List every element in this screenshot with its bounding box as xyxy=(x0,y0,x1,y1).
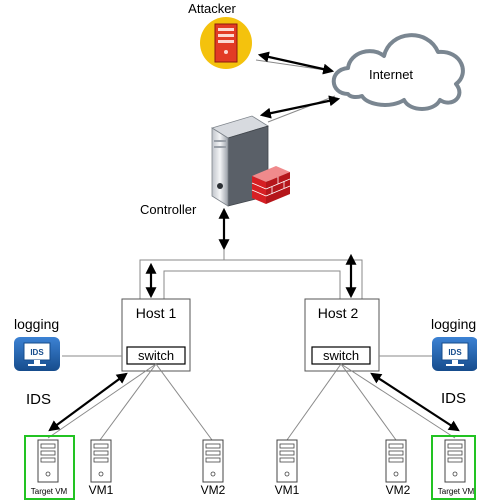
ids-left-label: IDS xyxy=(26,391,51,408)
monitor-icon: IDS xyxy=(14,337,60,371)
tower-pc-icon xyxy=(90,439,112,483)
tower-pc-icon xyxy=(444,439,466,483)
host1-label: Host 1 xyxy=(136,305,177,321)
ids-left-target-arrow xyxy=(48,372,128,432)
host2-vm-links xyxy=(286,363,456,441)
host1-vm-links xyxy=(47,363,213,441)
tower-pc-icon xyxy=(37,439,59,483)
vm1-left-label: VM1 xyxy=(89,483,114,497)
attacker-internet-arrow xyxy=(257,51,335,75)
monitor-icon: IDS xyxy=(432,337,477,371)
host2-box: Host 2 switch xyxy=(304,298,380,372)
attacker-label: Attacker xyxy=(188,1,236,16)
vm1-right-label: VM1 xyxy=(275,483,300,497)
target-vm-left-highlight xyxy=(24,435,75,500)
firewall-icon xyxy=(251,166,291,204)
controller-label: Controller xyxy=(140,202,197,217)
ids-badge-left: IDS xyxy=(30,348,44,357)
logging-right-label: logging xyxy=(431,316,476,332)
vm2-right-label: VM2 xyxy=(386,483,411,497)
ids-right-label: IDS xyxy=(441,390,466,407)
ids-right-target-arrow xyxy=(370,372,460,432)
attacker-server-icon xyxy=(200,17,252,69)
vm2-left-label: VM2 xyxy=(201,483,226,497)
controller-internet-arrow xyxy=(259,95,341,119)
cloud-icon xyxy=(331,33,465,111)
target-vm-right-highlight xyxy=(431,435,476,500)
host2-label: Host 2 xyxy=(318,305,359,321)
internet-label: Internet xyxy=(369,67,413,82)
tower-pc-icon xyxy=(202,439,224,483)
host1-box: Host 1 switch xyxy=(121,298,191,372)
tower-pc-icon xyxy=(385,439,407,483)
network-links xyxy=(139,250,363,299)
tower-pc-icon xyxy=(276,439,298,483)
ids-badge-right: IDS xyxy=(448,348,462,357)
switch1-label: switch xyxy=(138,348,174,363)
logging-left-label: logging xyxy=(14,316,59,332)
switch2-label: switch xyxy=(323,348,359,363)
target-vm-left-label: Target VM xyxy=(31,487,68,496)
target-vm-right-label: Target VM xyxy=(438,487,475,496)
